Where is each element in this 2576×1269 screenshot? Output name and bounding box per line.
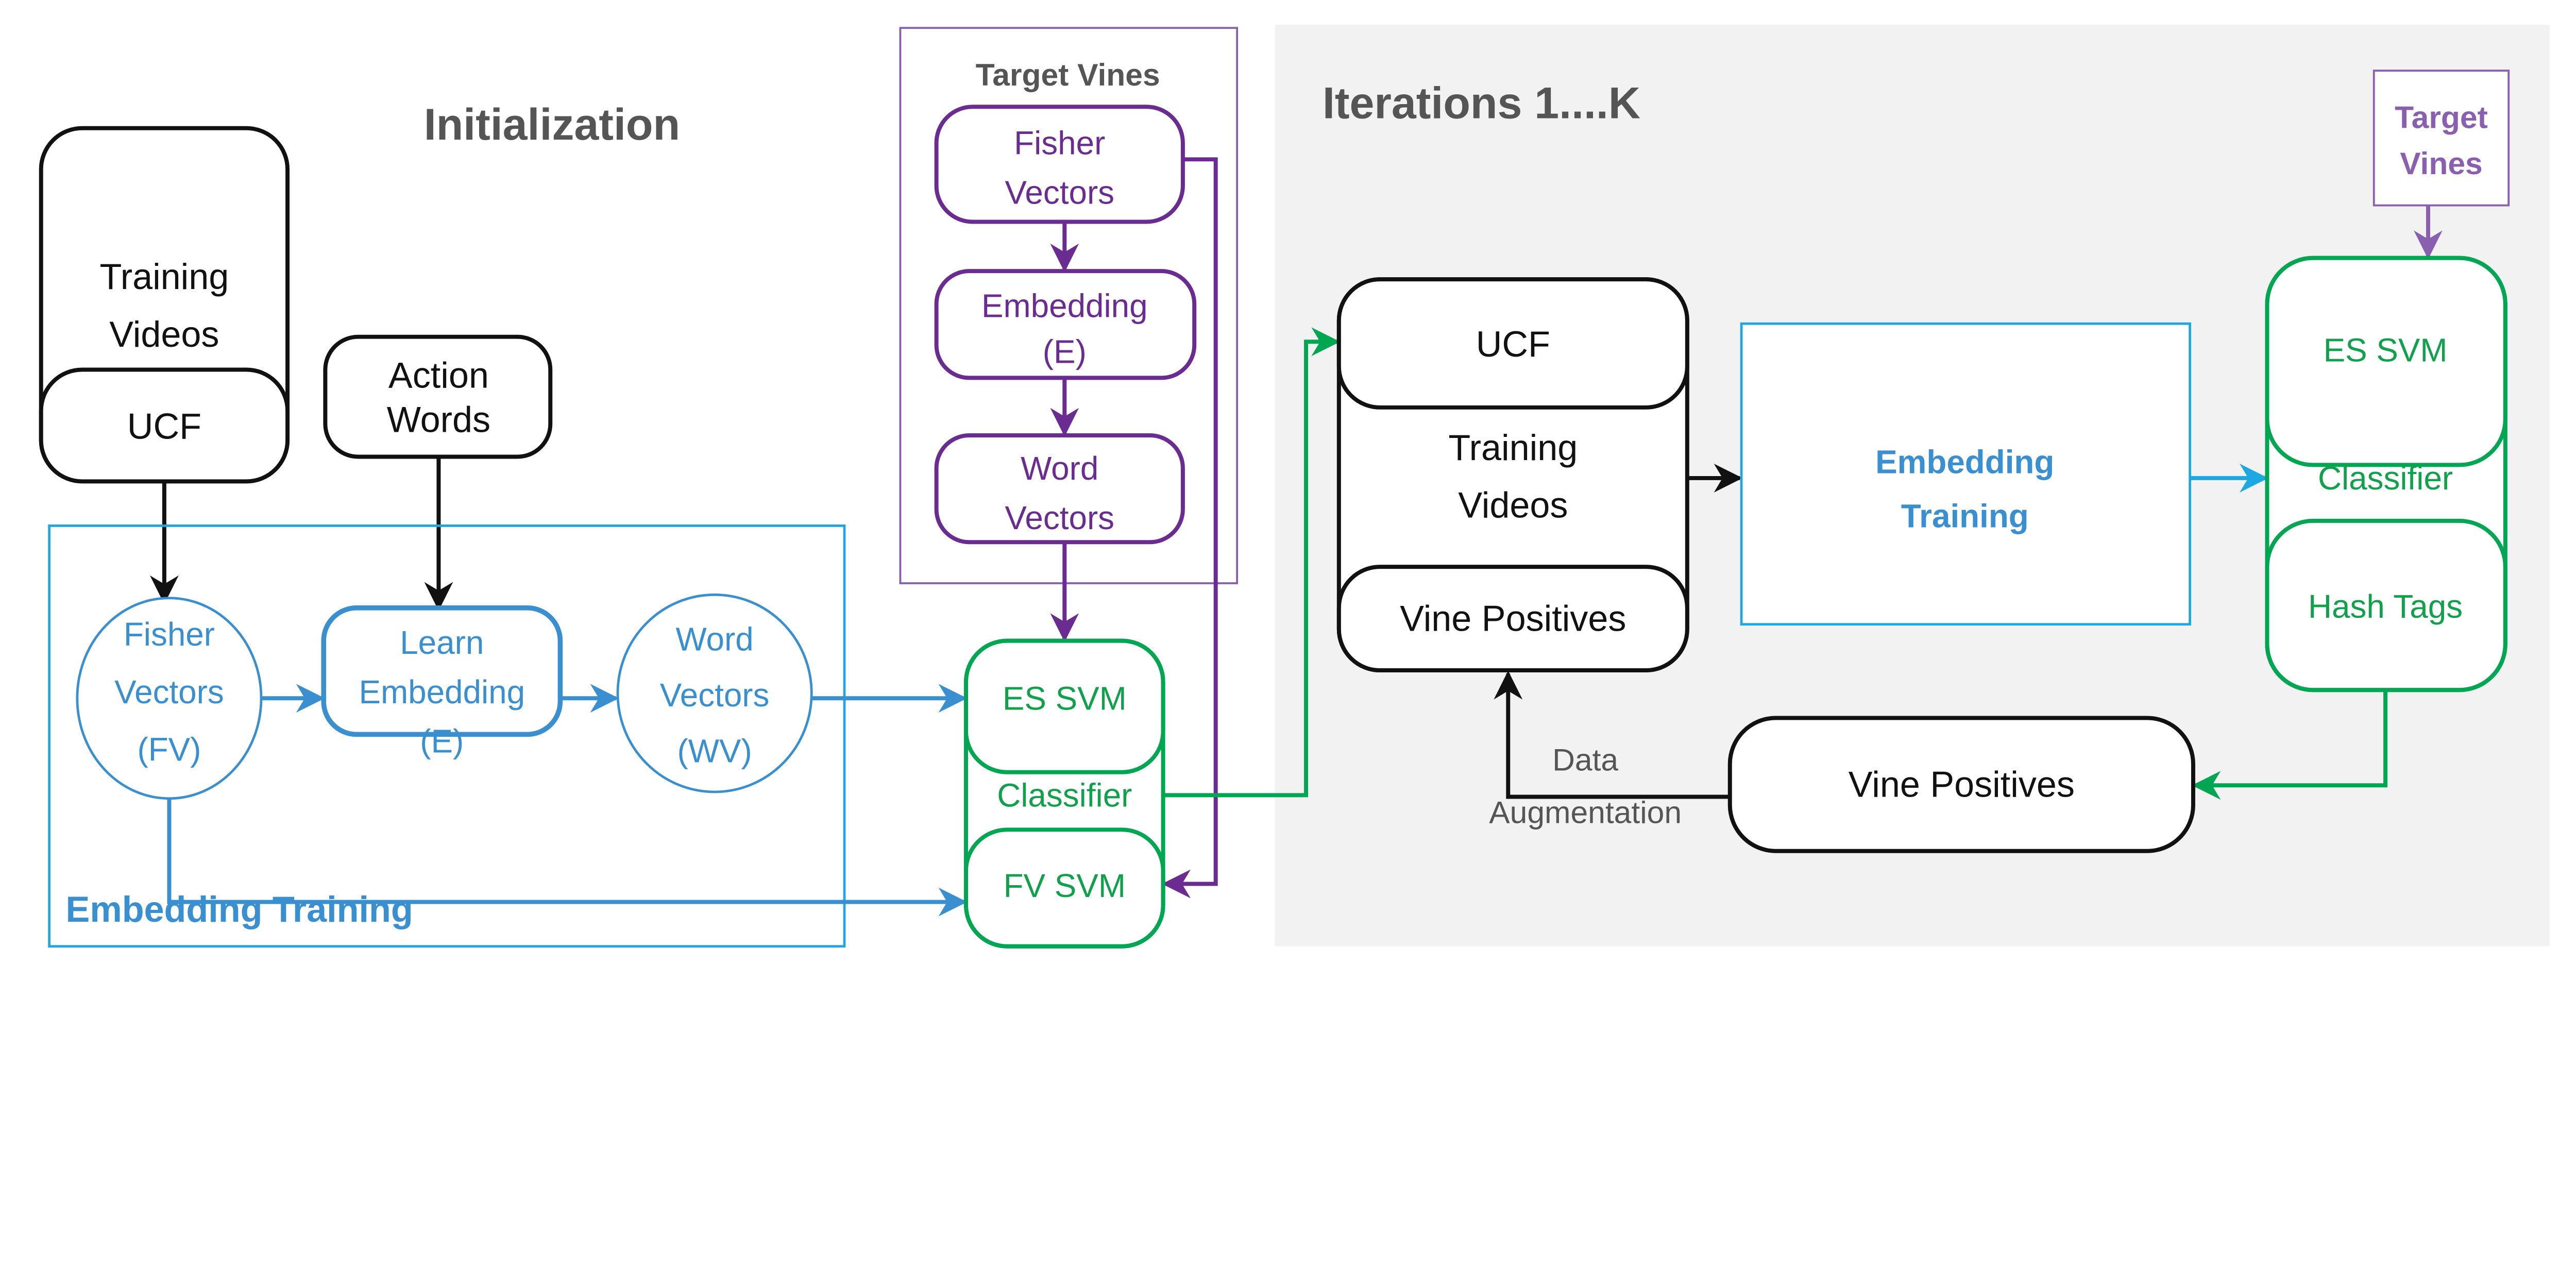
es-svm-label: ES SVM [1003,680,1127,717]
pipeline-diagram: Initialization Iterations 1....K Trainin… [39,24,2550,949]
wv-line2: Vectors [660,676,770,714]
iteration-vine-positives-node [1336,565,1689,672]
target-vines-title: Target Vines [976,57,1160,92]
le-line3: (E) [420,722,464,759]
vine-positives-label: Vine Positives [1849,764,2075,805]
iteration-es-svm-label: ES SVM [2324,332,2448,369]
action-words-line1: Action [388,355,489,396]
arrow-tv-fisher-to-fv-svm [1162,157,1218,899]
iteration-vine-positives-label: Vine Positives [1400,598,1626,638]
fv-svm-node [963,827,1165,949]
embedding-training-box [48,524,846,948]
vine-positives-node [1727,716,2195,853]
augmentation-line2: Augmentation [1489,795,1682,830]
iteration-ucf-label: UCF [1476,324,1550,364]
iteration-target-vines-box [2372,70,2510,207]
wv-line3: (WV) [677,733,752,770]
training-videos-line2: Videos [109,314,219,354]
iteration-classifier-label: Classifier [2318,460,2453,497]
iteration-embedding-line2: Training [1901,498,2029,535]
iteration-embedding-line1: Embedding [1875,443,2054,480]
fv-svm-label: FV SVM [1004,867,1126,904]
classifier-label: Classifier [997,777,1132,814]
fv-line3: (FV) [137,731,201,768]
training-videos-line1: Training [99,256,229,297]
iteration-training-line1: Training [1448,427,1578,468]
arrow-classifier-to-vine-positives [2192,690,2388,800]
tv-fisher-line2: Vectors [1005,174,1114,211]
learn-embedding-node [321,605,563,737]
tv-word-line2: Vectors [1005,499,1114,536]
tv-embedding-line1: Embedding [981,287,1148,324]
arrow-classifier-to-iterations [1163,327,1341,798]
tv-word-line1: Word [1021,450,1098,487]
action-words-line2: Words [387,399,490,440]
arrow-fv-to-fv-svm [167,798,968,917]
tv-fisher-vectors-node [934,105,1185,224]
iteration-target-line2: Vines [2400,146,2483,181]
augmentation-line1: Data [1552,742,1618,777]
training-videos-node [39,126,290,484]
iterations-title: Iterations 1....K [1323,79,1640,128]
iteration-training-line2: Videos [1458,484,1568,525]
tv-embedding-line2: (E) [1043,333,1087,370]
fv-line1: Fisher [124,616,215,653]
iteration-embedding-training-box [1740,322,2191,626]
le-line2: Embedding [359,673,525,710]
iteration-ucf-node [1336,277,1689,410]
le-line1: Learn [400,624,484,661]
wv-line1: Word [676,621,754,658]
embedding-training-label: Embedding Training [66,889,413,929]
initialization-title: Initialization [424,100,680,149]
es-svm-node [963,638,1165,774]
fv-line2: Vectors [114,673,224,710]
iteration-es-svm-node [2265,256,2507,467]
iteration-target-line1: Target [2395,100,2488,135]
tv-fisher-line1: Fisher [1014,125,1105,162]
iteration-hash-tags-label: Hash Tags [2308,588,2463,625]
arrow-data-augmentation [1494,670,1730,799]
ucf-label: UCF [127,405,201,446]
